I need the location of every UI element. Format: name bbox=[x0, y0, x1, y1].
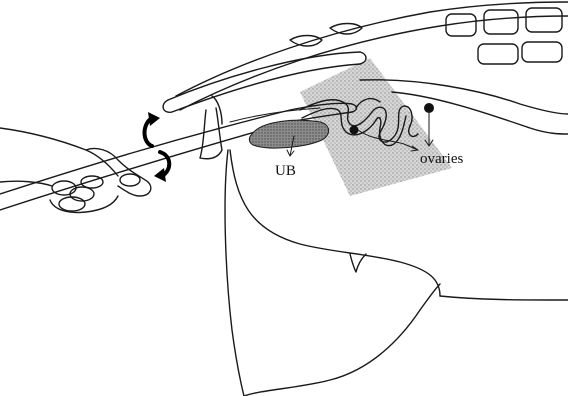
ovary-right bbox=[424, 103, 434, 113]
ovary-left bbox=[350, 126, 359, 135]
label-bladder: UB bbox=[275, 163, 296, 179]
perineum bbox=[200, 96, 222, 159]
urinary-bladder bbox=[249, 120, 328, 148]
rotate-arrows-icon bbox=[145, 112, 170, 182]
transducer-probe bbox=[0, 103, 357, 210]
label-ovaries: ovaries bbox=[420, 151, 463, 167]
